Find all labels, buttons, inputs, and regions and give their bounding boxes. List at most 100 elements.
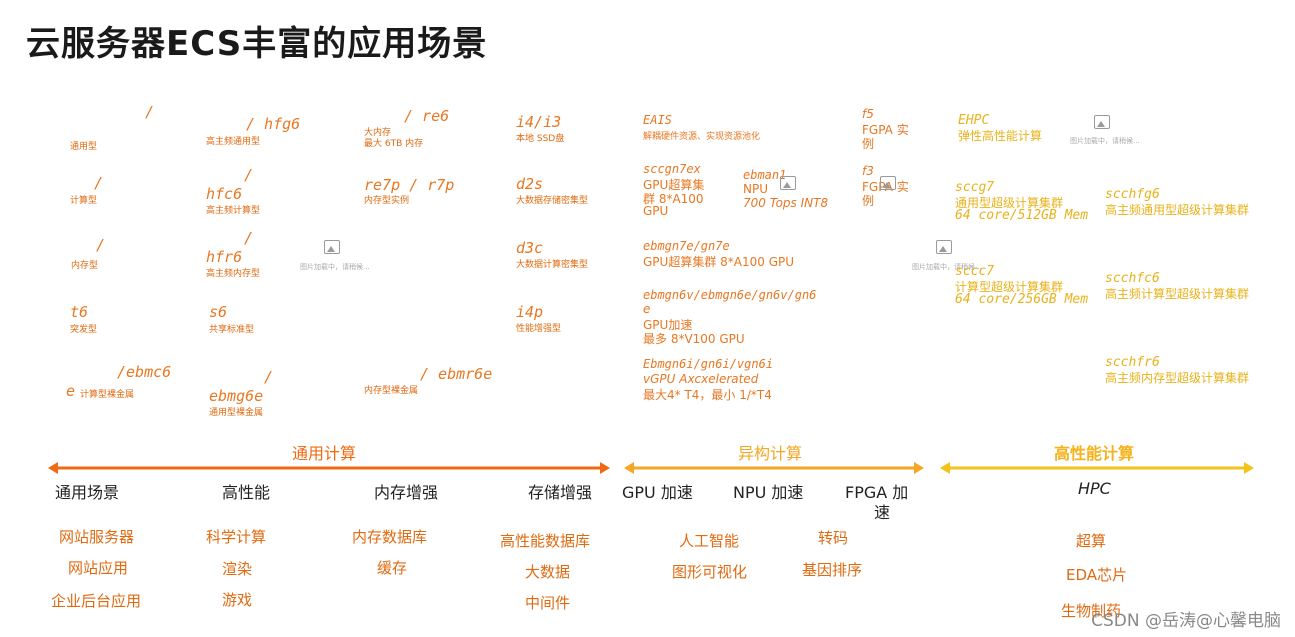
instance-desc: 高主频计算型	[206, 206, 261, 216]
instance-code: t6	[70, 303, 89, 321]
instance-desc: 通用型	[70, 142, 98, 152]
instance-desc: GPU	[643, 204, 669, 218]
instance-desc: 最大 6TB 内存	[364, 139, 424, 149]
instance-code: i4/i3	[516, 113, 562, 131]
instance-code: / hfg6	[246, 115, 301, 133]
instance-desc: 计算型超级计算集群	[955, 280, 1064, 294]
instance-code: ebmgn7e/gn7e	[643, 239, 730, 253]
app-item: 中间件	[525, 594, 571, 612]
image-placeholder-icon	[936, 240, 952, 254]
category-hetero: 异构计算	[738, 444, 803, 463]
image-placeholder-icon	[324, 240, 340, 254]
instance-desc: vGPU Axcxelerated	[643, 372, 759, 386]
instance-desc: 本地 SSD盘	[516, 134, 565, 144]
instance-code: sccg7	[955, 180, 995, 195]
app-item: 网站服务器	[59, 528, 135, 546]
instance-code: re7p / r7p	[364, 176, 455, 194]
image-placeholder-text: 图片加载中，请稍候...	[300, 263, 370, 271]
image-placeholder-icon	[1094, 115, 1110, 129]
image-placeholder-text: 图片加载中，请稍候...	[1070, 137, 1140, 145]
instance-code: / re6	[404, 107, 450, 125]
instance-desc: 最多 8*V100 GPU	[643, 332, 745, 346]
instance-desc: 群 8*A100	[643, 192, 704, 206]
instance-code: EHPC	[958, 113, 990, 128]
scenario-label: 高性能	[222, 483, 271, 502]
instance-desc: 高主频内存型	[206, 269, 261, 279]
instance-code: f3	[862, 164, 874, 178]
app-item: 图形可视化	[672, 563, 748, 581]
instance-desc: 64 core/512GB Mem	[955, 208, 1089, 223]
instance-code: hfc6	[206, 185, 243, 203]
instance-code: sccc7	[955, 264, 995, 279]
instance-desc: 高主频内存型超级计算集群	[1105, 371, 1250, 385]
instance-desc: 性能增强型	[516, 324, 562, 334]
instance-code: sccgn7ex	[643, 162, 701, 176]
arrow-hetero	[624, 462, 924, 474]
instance-desc: 例	[862, 194, 875, 208]
image-placeholder-icon	[780, 176, 796, 190]
app-item: 转码	[818, 529, 849, 547]
instance-desc: 通用型超级计算集群	[955, 196, 1064, 210]
instance-code: /	[244, 166, 254, 184]
instance-code: f5	[862, 107, 874, 121]
instance-desc: GPU超算集	[643, 178, 705, 192]
instance-desc: 64 core/256GB Mem	[955, 292, 1089, 307]
instance-code: /	[96, 236, 106, 254]
instance-code: ebman1	[743, 168, 787, 182]
instance-desc: GPU超算集群 8*A100 GPU	[643, 255, 795, 269]
arrow-hpc	[940, 462, 1254, 474]
app-item: 科学计算	[206, 528, 267, 546]
scenario-label: 通用场景	[55, 483, 120, 502]
instance-code: d3c	[516, 239, 544, 257]
instance-desc: 内存型裸金属	[364, 386, 419, 396]
instance-desc: 内存型实例	[364, 196, 410, 206]
app-item: 超算	[1076, 532, 1107, 550]
instance-code: e	[66, 382, 76, 400]
instance-desc: FGPA 实	[862, 123, 909, 137]
instance-desc: 计算型裸金属	[80, 390, 135, 400]
scenario-label: HPC	[1078, 479, 1111, 498]
instance-desc: 计算型	[70, 196, 98, 206]
instance-code: scchfc6	[1105, 271, 1160, 286]
scenario-label: FPGA 加	[845, 483, 909, 502]
instance-desc: GPU加速	[643, 318, 693, 332]
image-placeholder-icon	[880, 176, 896, 190]
instance-desc: 突发型	[70, 325, 98, 335]
instance-code: scchfg6	[1105, 187, 1160, 202]
instance-desc: 例	[862, 137, 875, 151]
instance-code: /ebmc6	[117, 363, 172, 381]
instance-code: hfr6	[206, 248, 243, 266]
app-item: 缓存	[377, 559, 408, 577]
instance-code: / ebmr6e	[420, 365, 493, 383]
instance-desc: NPU	[743, 182, 768, 196]
instance-desc: 高主频通用型	[206, 137, 261, 147]
instance-code: /	[244, 229, 254, 247]
app-item: 大数据	[525, 563, 571, 581]
instance-desc: 大数据计算密集型	[516, 260, 589, 270]
arrow-general	[48, 462, 610, 474]
instance-code: scchfr6	[1105, 355, 1160, 370]
instance-desc: 大数据存储密集型	[516, 196, 589, 206]
instance-desc: 通用型裸金属	[209, 408, 264, 418]
instance-desc: 700 Tops INT8	[743, 196, 829, 210]
app-item: 内存数据库	[352, 528, 428, 546]
instance-code: ebmg6e	[209, 387, 264, 405]
app-item: 网站应用	[68, 559, 129, 577]
app-item: 人工智能	[679, 532, 740, 550]
app-item: 企业后台应用	[51, 592, 142, 610]
instance-code: i4p	[516, 303, 544, 321]
app-item: 生物制药	[1061, 602, 1122, 620]
scenario-label: 速	[874, 503, 891, 522]
instance-code: Ebmgn6i/gn6i/vgn6i	[643, 357, 774, 371]
image-placeholder-text: 图片加载中，请稍候...	[912, 263, 982, 271]
scenario-label: GPU 加速	[622, 483, 693, 502]
instance-desc: 解耦硬件资源、实现资源池化	[643, 132, 761, 142]
category-general: 通用计算	[292, 444, 357, 463]
app-item: 游戏	[222, 591, 253, 609]
instance-code: EAIS	[643, 113, 672, 127]
app-item: 基因排序	[802, 561, 863, 579]
instance-desc: 大内存	[364, 128, 392, 138]
instance-code: e	[643, 302, 651, 316]
category-hpc: 高性能计算	[1054, 444, 1135, 463]
instance-code: /	[145, 103, 155, 121]
